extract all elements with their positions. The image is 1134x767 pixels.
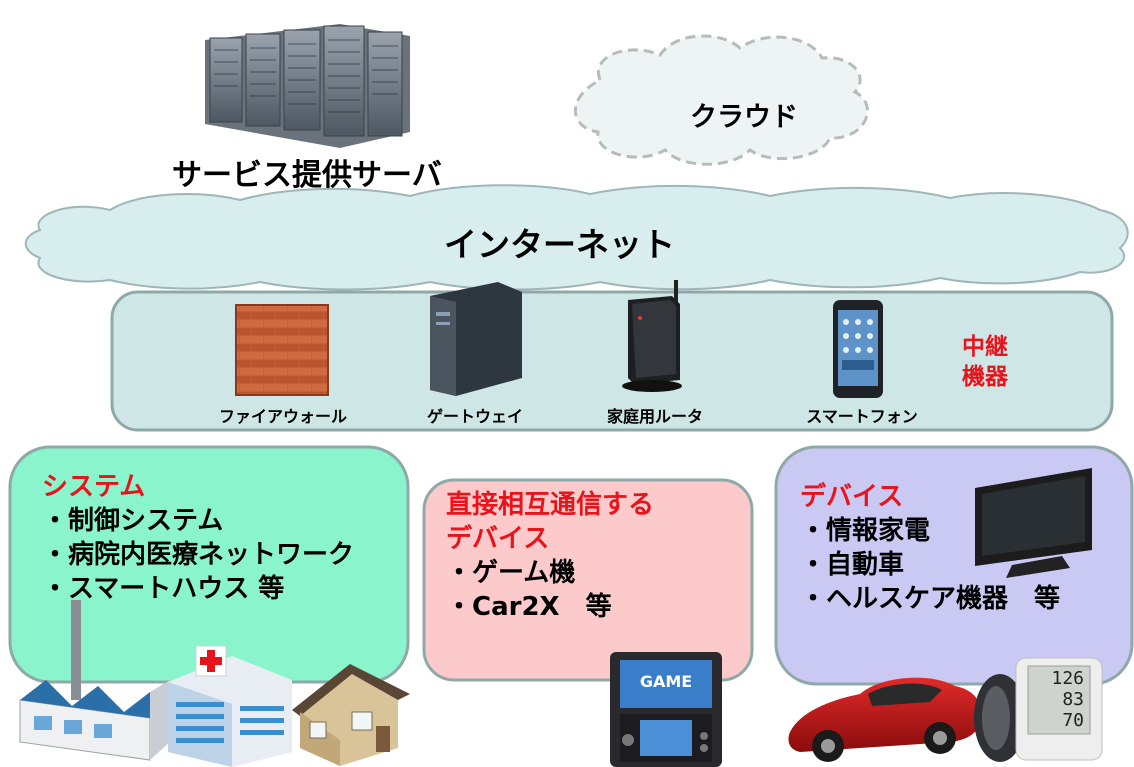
router-label: 家庭用ルータ <box>606 407 703 426</box>
direct-comm-line: ・ゲーム機 <box>446 558 576 588</box>
gateway-tower-icon <box>430 282 522 396</box>
game-screen-label: GAME <box>639 672 693 691</box>
direct-comm-title-line2: デバイス <box>446 524 550 554</box>
bp-readings: 126 83 70 <box>1034 668 1084 731</box>
relay-title: 中継 機器 <box>955 332 1015 392</box>
bp-reading-diastolic: 83 <box>1062 689 1084 710</box>
server-label: サービス提供サーバ <box>172 158 442 193</box>
bp-reading-pulse: 70 <box>1062 710 1084 731</box>
blood-pressure-monitor-icon <box>974 657 1103 762</box>
firewall-label: ファイアウォール <box>218 407 347 426</box>
device-text: デバイス ・情報家電 ・自動車 ・ヘルスケア機器 等 <box>800 480 1060 616</box>
server-icon <box>205 24 410 148</box>
system-text: システム ・制御システム ・病院内医療ネットワーク ・スマートハウス 等 <box>42 470 354 606</box>
cloud-shape <box>573 34 869 166</box>
smartphone-icon <box>833 300 883 398</box>
relay-title-line2: 機器 <box>962 364 1008 390</box>
smartphone-label: スマートフォン <box>806 407 918 426</box>
relay-title-line1: 中継 <box>962 334 1008 360</box>
system-title: システム <box>42 472 146 502</box>
bp-reading-systolic: 126 <box>1051 668 1084 689</box>
router-icon <box>622 280 682 392</box>
hospital-icon <box>168 645 292 767</box>
system-line: ・スマートハウス 等 <box>42 574 285 604</box>
device-line: ・情報家電 <box>800 516 931 546</box>
cloud-label: クラウド <box>690 102 798 133</box>
device-line: ・ヘルスケア機器 等 <box>800 584 1061 614</box>
game-console-icon <box>610 652 722 767</box>
tv-icon <box>975 468 1092 578</box>
device-line: ・自動車 <box>800 550 905 580</box>
direct-comm-title-line1: 直接相互通信する <box>446 490 655 520</box>
internet-label: インターネット <box>444 225 675 264</box>
house-icon <box>292 664 410 766</box>
firewall-brick-icon <box>235 304 329 396</box>
gateway-label: ゲートウェイ <box>426 407 523 426</box>
direct-comm-line: ・Car2X 等 <box>446 592 612 622</box>
factory-icon <box>19 600 170 761</box>
direct-comm-text: 直接相互通信する デバイス ・ゲーム機 ・Car2X 等 <box>446 488 654 624</box>
car-icon <box>788 677 981 762</box>
device-title: デバイス <box>800 482 904 512</box>
system-line: ・病院内医療ネットワーク <box>42 540 355 570</box>
internet-cloud-shape <box>24 184 1129 291</box>
direct-comm-box <box>422 478 754 682</box>
system-line: ・制御システム <box>42 506 224 536</box>
